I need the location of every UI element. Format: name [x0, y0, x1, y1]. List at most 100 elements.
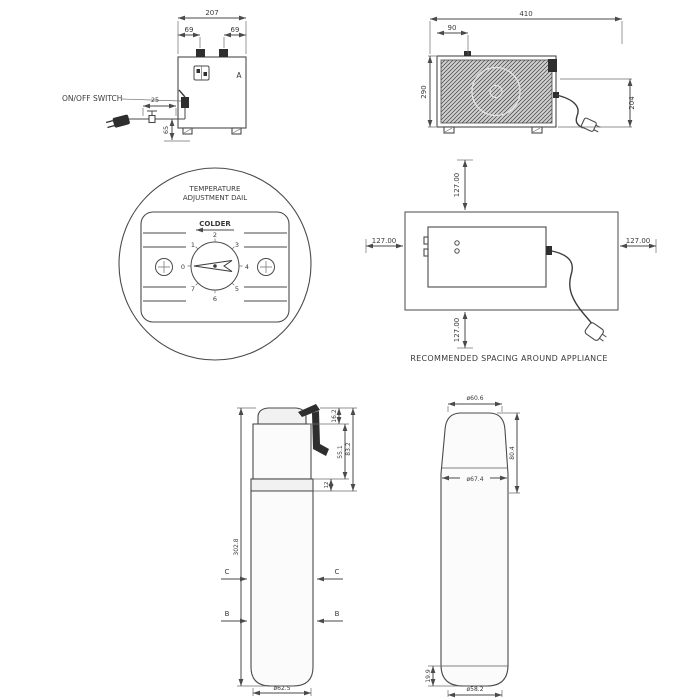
on-off-switch-label: ON/OFF SWITCH	[62, 94, 122, 103]
arrowhead	[462, 312, 468, 319]
dim-label: ø60.6	[466, 395, 483, 402]
colder-arrow	[196, 227, 234, 233]
logo-mark	[203, 72, 207, 76]
dim-base-height: 19.9	[425, 665, 461, 687]
temperature-dial-detail: TEMPERATURE ADJUSTMENT DAIL 0 1 2 3 4 5 …	[118, 167, 312, 361]
indicator-light	[454, 248, 460, 254]
dim-label: 80.4	[509, 446, 516, 460]
arrowhead	[514, 486, 520, 493]
dim-inlet-offset-right: 69	[223, 26, 246, 48]
colder-label: COLDER	[199, 220, 231, 228]
arrowhead	[430, 16, 437, 22]
arrowhead	[143, 103, 150, 109]
chiller-front-view: A 207 69 69 ON/OFF SWI	[62, 9, 247, 142]
arrowhead	[427, 120, 433, 127]
inlet-valve	[147, 110, 157, 124]
spacing-caption: RECOMMENDED SPACING AROUND APPLIANCE	[410, 354, 607, 363]
dim-rear-offset: 90	[437, 24, 469, 55]
arrowhead	[342, 472, 348, 479]
appliance-outline	[427, 226, 547, 288]
dim-label: 127.00	[626, 237, 651, 245]
dim-label: 204	[628, 96, 636, 110]
dim-inlet-offset-left: 69	[178, 26, 201, 48]
plug-body	[112, 114, 130, 128]
panel-slots	[143, 232, 287, 302]
arrowhead	[427, 56, 433, 63]
screw-head	[155, 258, 173, 276]
extension-lines	[177, 21, 247, 54]
mains-plug-icon	[584, 322, 607, 342]
arrowhead	[514, 413, 520, 420]
power-plug-icon	[105, 114, 130, 129]
power-connector	[546, 246, 552, 255]
arrowhead	[396, 243, 403, 249]
dial-number-4: 4	[245, 263, 249, 271]
extension-lines	[447, 406, 503, 412]
dim-clearance-left: 127.00	[365, 237, 403, 253]
clearance-boundary	[404, 211, 619, 311]
chiller-rear-view: 410 90 290 204	[420, 10, 636, 134]
power-cord	[551, 250, 598, 331]
dim-label: 69	[231, 26, 240, 34]
dim-clearance-top: 127.00	[453, 159, 473, 210]
dim-label: 90	[448, 24, 457, 32]
top-outlet-fitting	[219, 49, 228, 57]
plug-body	[584, 322, 604, 341]
filter-front-view: 16.2 55.1 83.2 12 302.8	[221, 404, 357, 696]
screw-head	[257, 258, 275, 276]
dim-label: 69	[185, 26, 194, 34]
logo-mark	[196, 69, 200, 73]
plug-body	[580, 117, 597, 132]
arrowhead	[342, 424, 348, 431]
fan-circle	[471, 66, 521, 117]
filter-outline	[440, 412, 509, 687]
arrowhead	[239, 32, 246, 38]
power-plug-icon	[580, 117, 601, 133]
dim-label: 127.00	[372, 237, 397, 245]
arrowhead	[448, 401, 455, 407]
arrowhead	[317, 618, 324, 624]
brand-logo	[193, 65, 210, 81]
top-inlet-fitting	[196, 49, 205, 57]
extension-lines	[252, 688, 312, 696]
screw-icon	[257, 258, 275, 276]
dim-bottom-diameter: ø62.5	[252, 685, 312, 696]
filter-head	[252, 423, 312, 480]
dim-top-diameter: ø60.6	[447, 395, 503, 412]
dim-label: ø67.4	[466, 476, 483, 483]
dim-head-height: 80.4	[497, 412, 520, 494]
dim-rear-height: 290	[420, 55, 436, 128]
indicator-light	[454, 240, 460, 246]
arrowhead	[462, 160, 468, 167]
section-marker-c-left: C	[221, 568, 247, 582]
dim-label: 410	[519, 10, 532, 18]
arrowhead	[238, 408, 244, 415]
arrowhead	[462, 203, 468, 210]
filter-cap	[257, 407, 307, 425]
filter-collar	[250, 478, 314, 492]
dim-rear-depth: 204	[558, 78, 636, 128]
switch-leader-line	[121, 98, 182, 102]
section-marker-b-right: B	[317, 610, 343, 624]
dim-clearance-right: 127.00	[620, 237, 657, 253]
dim-switch-offset: 25	[142, 96, 177, 116]
extension-lines	[142, 108, 177, 116]
foot-marks	[183, 128, 241, 134]
dim-label: 12	[324, 482, 330, 489]
screw-cross	[158, 261, 170, 273]
section-letter: C	[225, 568, 230, 576]
valve-handle	[147, 110, 157, 115]
arrowhead	[448, 692, 455, 698]
view-label-a: A	[236, 71, 242, 80]
arrowhead	[615, 16, 622, 22]
dim-label: 83.2	[345, 442, 352, 456]
dim-front-width: 207	[177, 9, 247, 54]
arrowhead	[169, 103, 176, 109]
extension-lines	[497, 412, 520, 494]
dial-number-2: 2	[213, 231, 217, 239]
on-off-switch	[181, 97, 189, 108]
arrowhead	[627, 120, 633, 127]
screw-icon	[155, 258, 173, 276]
dial-title-line2: ADJUSTMENT DAIL	[183, 194, 247, 202]
